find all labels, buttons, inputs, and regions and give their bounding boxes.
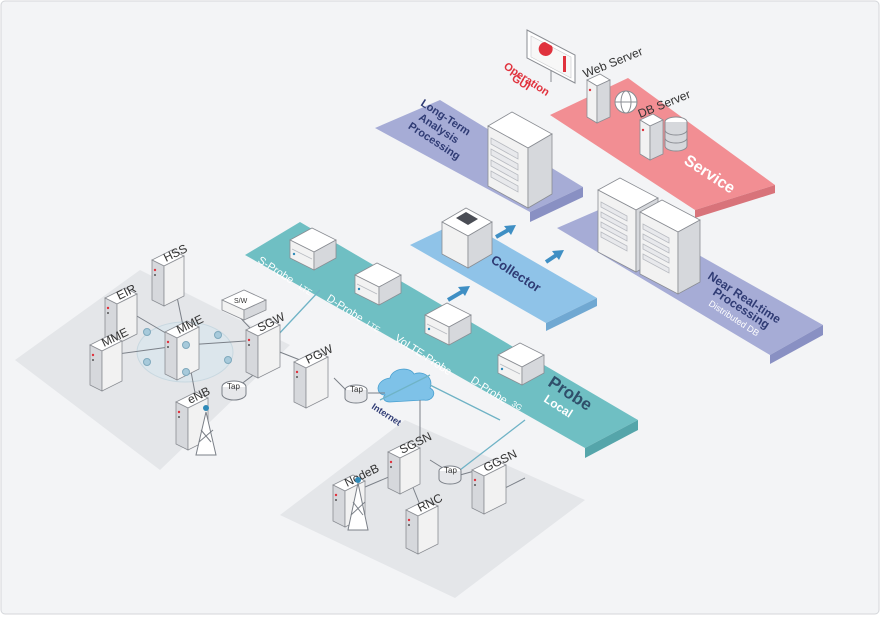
- mesh-node-4: [182, 368, 190, 376]
- mesh-node-2: [214, 331, 222, 339]
- mme-1-icon: [89, 334, 123, 392]
- dprobe-3g-appliance-icon: [497, 342, 545, 386]
- operation-gui-monitor-icon: [526, 29, 576, 84]
- rnc-icon: [405, 499, 439, 555]
- nrt-server-2-icon: [639, 199, 701, 295]
- longterm-server-icon: [487, 111, 553, 209]
- mesh-node-5: [143, 358, 151, 366]
- sgsn-icon: [387, 441, 421, 495]
- lte-tap-icon: [221, 380, 247, 401]
- mme-2-icon: [164, 320, 200, 381]
- collector-box-icon: [441, 207, 493, 269]
- switch-icon: [221, 289, 267, 321]
- arrow-collector-to-nearrealtime: [544, 250, 564, 264]
- eir-icon: [104, 287, 138, 345]
- sgw-icon: [245, 318, 281, 379]
- enb-tower-icon: [195, 405, 217, 456]
- internet-tap-label: Tap: [350, 385, 363, 394]
- sprobe-appliance-icon: [289, 227, 337, 271]
- switch-label: S/W: [234, 298, 248, 305]
- internet-links: [333, 374, 501, 440]
- lte-tap-label: Tap: [227, 382, 240, 391]
- internet-tap-icon: [344, 384, 368, 404]
- volte-probe-appliance-icon: [424, 302, 472, 346]
- umts-tap-icon: [438, 465, 462, 485]
- pgw-icon: [293, 350, 329, 409]
- mesh-node-0: [143, 328, 151, 336]
- dprobe-lte-appliance-icon: [354, 262, 402, 306]
- arrow-collector-to-longterm: [495, 225, 516, 239]
- web-server-icon: [586, 73, 638, 124]
- arrow-probe-to-collector: [446, 286, 470, 302]
- mesh-node-3: [224, 356, 232, 364]
- umts-tap-label: Tap: [444, 466, 457, 475]
- mesh-node-1: [182, 341, 190, 349]
- ggsn-icon: [471, 458, 507, 515]
- nodeb-tower-icon: [347, 477, 369, 531]
- db-server-icon: [639, 113, 688, 161]
- hss-icon: [151, 249, 185, 307]
